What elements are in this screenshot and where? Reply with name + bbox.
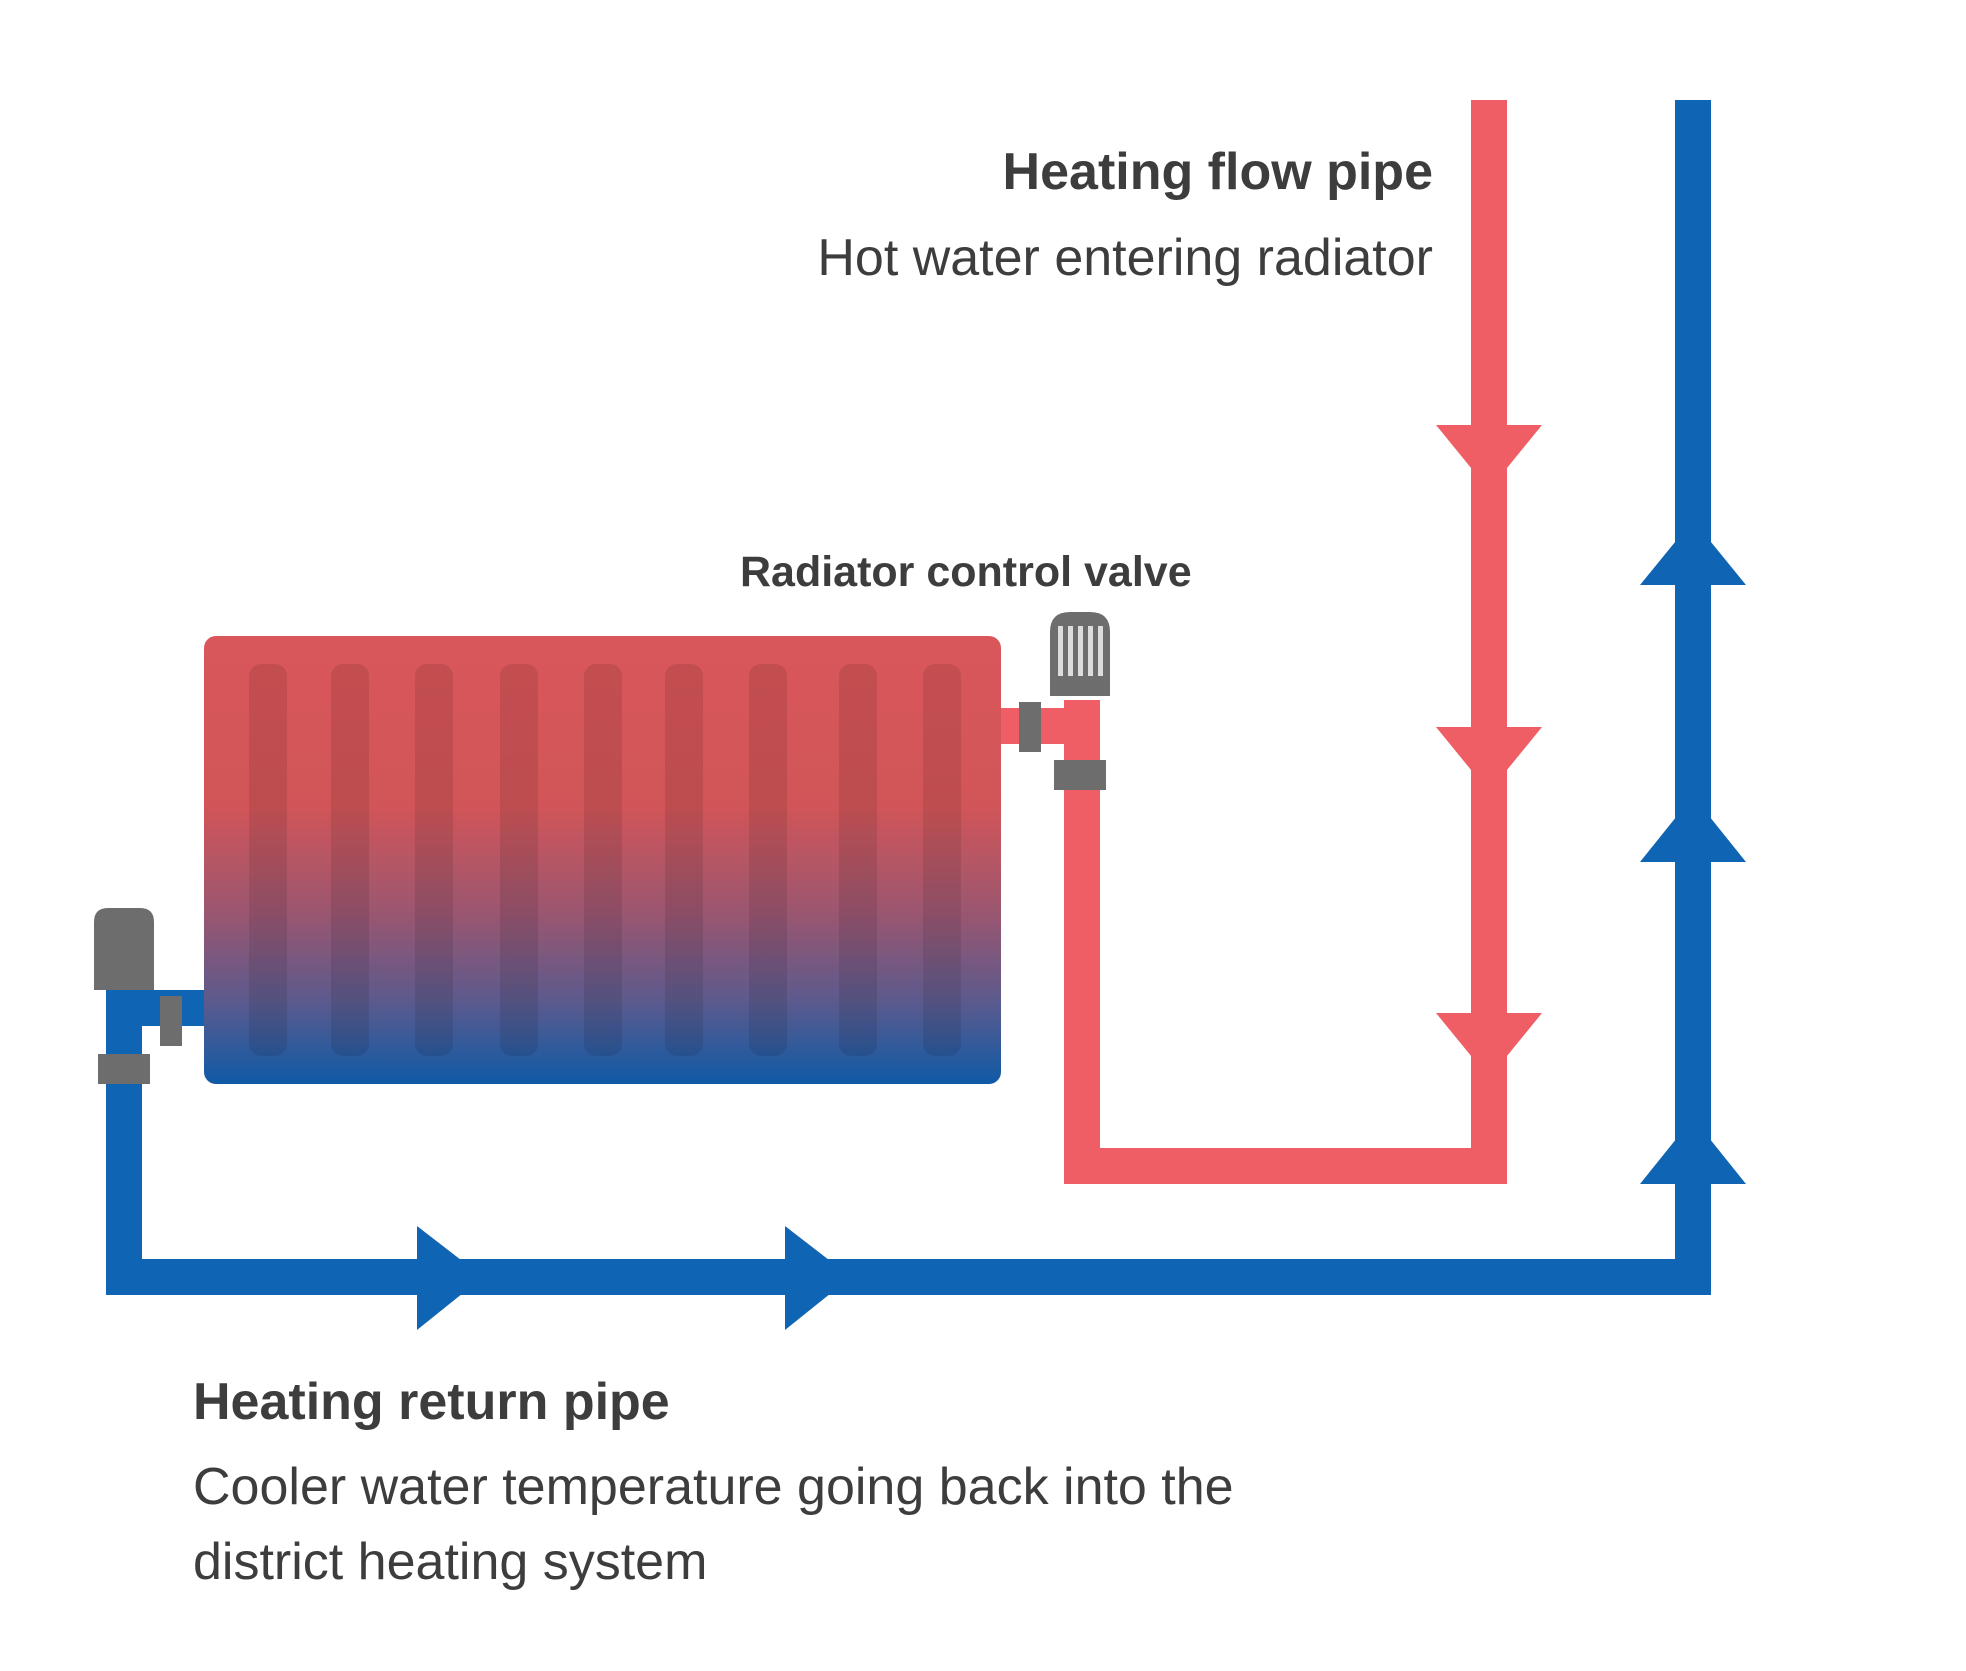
arrow-up-icon — [1640, 520, 1746, 585]
radiator-fin — [749, 664, 787, 1056]
radiator-fin — [249, 664, 287, 1056]
radiator-fin — [923, 664, 961, 1056]
flow-pipe-title: Heating flow pipe — [1002, 143, 1433, 201]
lockshield-valve-collar — [98, 1054, 150, 1084]
radiator-control-valve — [1019, 612, 1110, 790]
radiator-fin — [584, 664, 622, 1056]
return-pipe-description: Cooler water temperature going back into… — [193, 1458, 1234, 1591]
arrow-down-icon — [1436, 1013, 1542, 1078]
arrow-up-icon — [1640, 796, 1746, 862]
lockshield-valve — [94, 908, 182, 1084]
grip-line — [1098, 626, 1103, 676]
radiator-fin — [665, 664, 703, 1056]
radiator-fin — [331, 664, 369, 1056]
arrow-right-icon — [785, 1226, 851, 1330]
flow-pipe-right-vertical — [1471, 100, 1507, 1184]
control-valve-collar — [1054, 760, 1106, 790]
radiator — [204, 636, 1001, 1084]
radiator-body — [204, 636, 1001, 1084]
grip-line — [1078, 626, 1083, 676]
radiator-fin — [500, 664, 538, 1056]
lockshield-valve-nut — [160, 996, 182, 1046]
control-valve-label: Radiator control valve — [740, 548, 1192, 596]
grip-line — [1068, 626, 1073, 676]
radiator-fin — [415, 664, 453, 1056]
flow-pipe-horizontal — [1064, 1148, 1507, 1184]
return-pipe-horizontal — [106, 1259, 1711, 1295]
arrow-down-icon — [1436, 727, 1542, 792]
return-pipe-title: Heating return pipe — [193, 1373, 670, 1431]
control-valve-nut — [1019, 702, 1041, 752]
return-pipe-left-vertical — [106, 990, 142, 1295]
radiator-fins — [249, 664, 961, 1056]
grip-line — [1058, 626, 1063, 676]
arrow-down-icon — [1436, 425, 1542, 490]
flow-pipe-description: Hot water entering radiator — [817, 229, 1433, 287]
arrow-right-icon — [417, 1226, 483, 1330]
lockshield-valve-cap — [94, 908, 154, 990]
return-pipe-right-vertical — [1675, 100, 1711, 1295]
arrow-up-icon — [1640, 1118, 1746, 1184]
grip-line — [1088, 626, 1093, 676]
valve-head-grip-lines — [1058, 626, 1103, 676]
radiator-fin — [839, 664, 877, 1056]
